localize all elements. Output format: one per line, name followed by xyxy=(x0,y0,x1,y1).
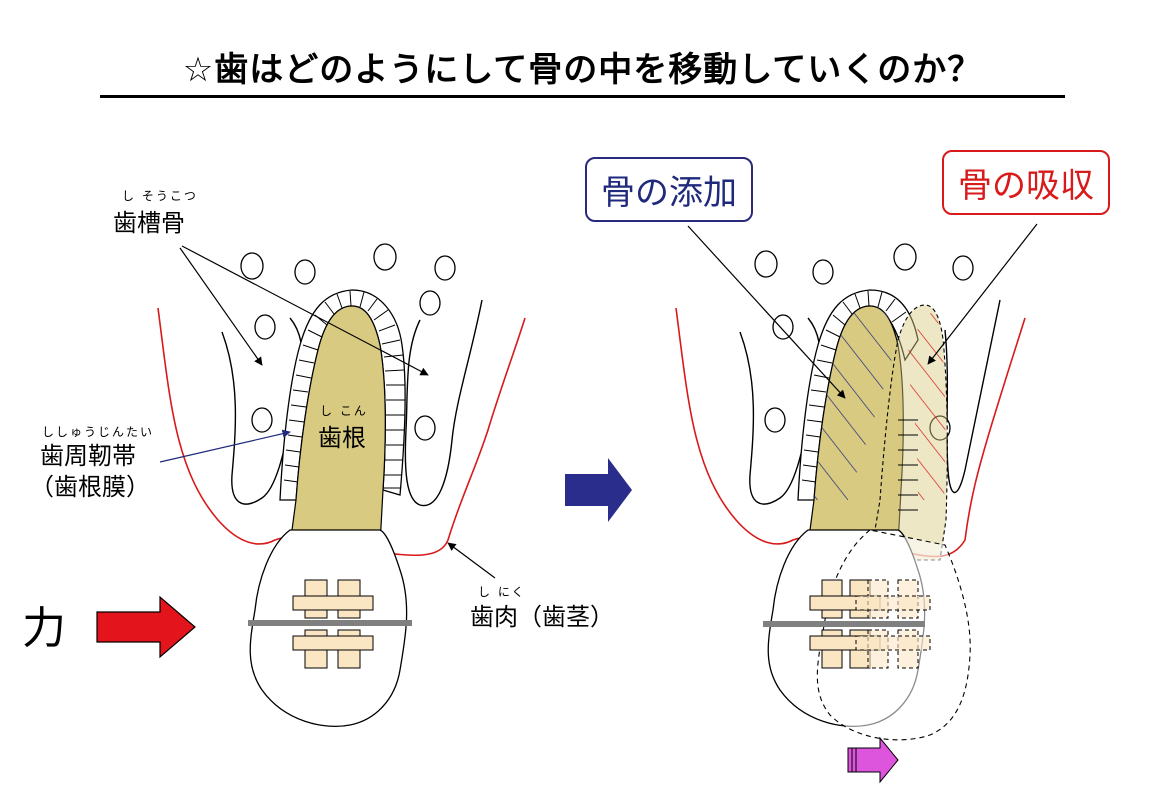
left-tooth-diagram xyxy=(157,243,526,728)
root-label: 歯根 xyxy=(318,424,366,452)
addition-pointer xyxy=(687,225,846,399)
gum-pointer xyxy=(447,542,496,579)
gum-ruby: し にく xyxy=(478,585,526,599)
alveolar-bone-pointer-left xyxy=(179,247,263,366)
force-arrow xyxy=(96,595,196,659)
bone-resorption-label: 骨の吸収 xyxy=(942,150,1110,215)
pdl-label: 歯周靭帯 xyxy=(40,442,136,470)
tooth-root xyxy=(289,305,386,546)
transition-arrow xyxy=(565,458,632,522)
page-title: ☆歯はどのようにして骨の中を移動していくのか？ xyxy=(100,42,1065,98)
bone-addition-area xyxy=(814,306,896,500)
right-tooth-diagram xyxy=(675,223,1038,741)
alveolar-bone-right xyxy=(404,299,483,507)
alveolar-bone-pointer-right xyxy=(181,245,429,376)
alveolar-bone-ruby: し そうこつ xyxy=(122,189,198,203)
alveolar-bone-right-right xyxy=(944,299,1001,493)
movement-arrow-tail xyxy=(851,748,857,772)
alveolar-bone-label: 歯槽骨 xyxy=(113,209,185,237)
pdl-sub-label: （歯根膜） xyxy=(30,473,150,501)
bracket-moved xyxy=(855,579,931,669)
resorption-pointer xyxy=(927,223,1038,365)
pdl-pointer xyxy=(159,429,291,463)
tooth-crown xyxy=(249,529,408,728)
pdl-fibers-left xyxy=(283,290,405,489)
gum-label: 歯肉（歯茎） xyxy=(470,603,614,631)
movement-arrow xyxy=(847,736,899,784)
bone-marrow-spaces xyxy=(240,243,456,441)
bracket xyxy=(292,579,374,669)
force-label: 力 xyxy=(22,603,66,654)
bone-addition-label: 骨の添加 xyxy=(585,157,753,222)
pdl-fibers-right xyxy=(801,290,907,483)
pdl-ruby: ししゅうじんたい xyxy=(42,425,155,439)
new-pdl-fibers xyxy=(898,419,918,511)
root-ruby: し こん xyxy=(320,404,368,418)
